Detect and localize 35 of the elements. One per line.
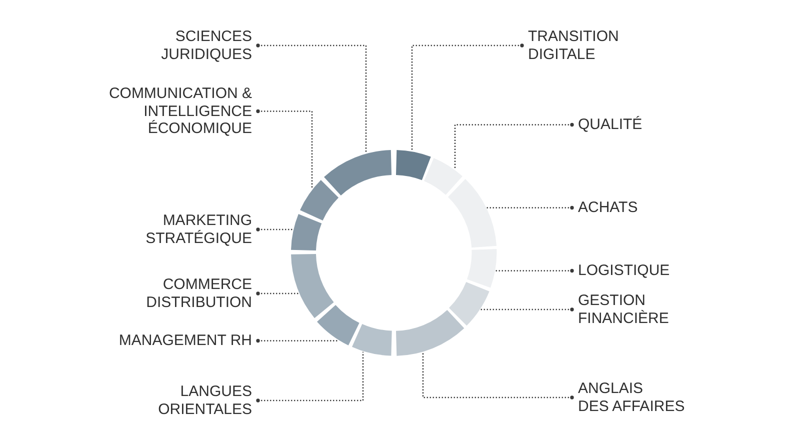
donut-segment [324,150,392,196]
donut-segment [290,254,334,318]
donut-segment [316,305,360,346]
category-label: COMMERCE DISTRIBUTION [102,276,258,311]
leader-line [422,352,574,400]
category-label: ANGLAIS DES AFFAIRES [572,380,696,415]
leader-line [256,352,364,402]
leader-line [256,292,298,296]
leader-line [411,44,524,152]
leader-line [486,206,574,210]
donut-segment [424,158,462,196]
leader-line [256,338,339,343]
donut-segment [300,180,338,221]
donut-segment [352,324,392,356]
leader-line [256,44,367,154]
category-label: TRANSITION DIGITALE [522,28,658,63]
leader-line [495,268,574,273]
category-label: MANAGEMENT RH [102,332,258,350]
category-label: ACHATS [572,199,708,216]
category-label: COMMUNICATION & INTELLIGENCE ÉCONOMIQUE [82,85,258,138]
leader-line [454,122,574,170]
donut-segment [448,282,489,326]
donut-segment [396,150,430,180]
leader-line [256,109,313,190]
category-label: GESTION FINANCIÈRE [572,292,708,327]
category-label: MARKETING STRATÉGIQUE [102,212,258,247]
donut-segment [290,214,322,251]
donut-segment [396,310,464,356]
category-label: LOGISTIQUE [572,262,708,280]
leader-line [256,228,293,232]
donut-segment [466,249,496,288]
category-label: QUALITÉ [572,116,708,134]
category-label: LANGUES ORIENTALES [102,383,258,418]
category-label: SCIENCES JURIDIQUES [102,28,258,63]
leader-line [480,308,574,312]
